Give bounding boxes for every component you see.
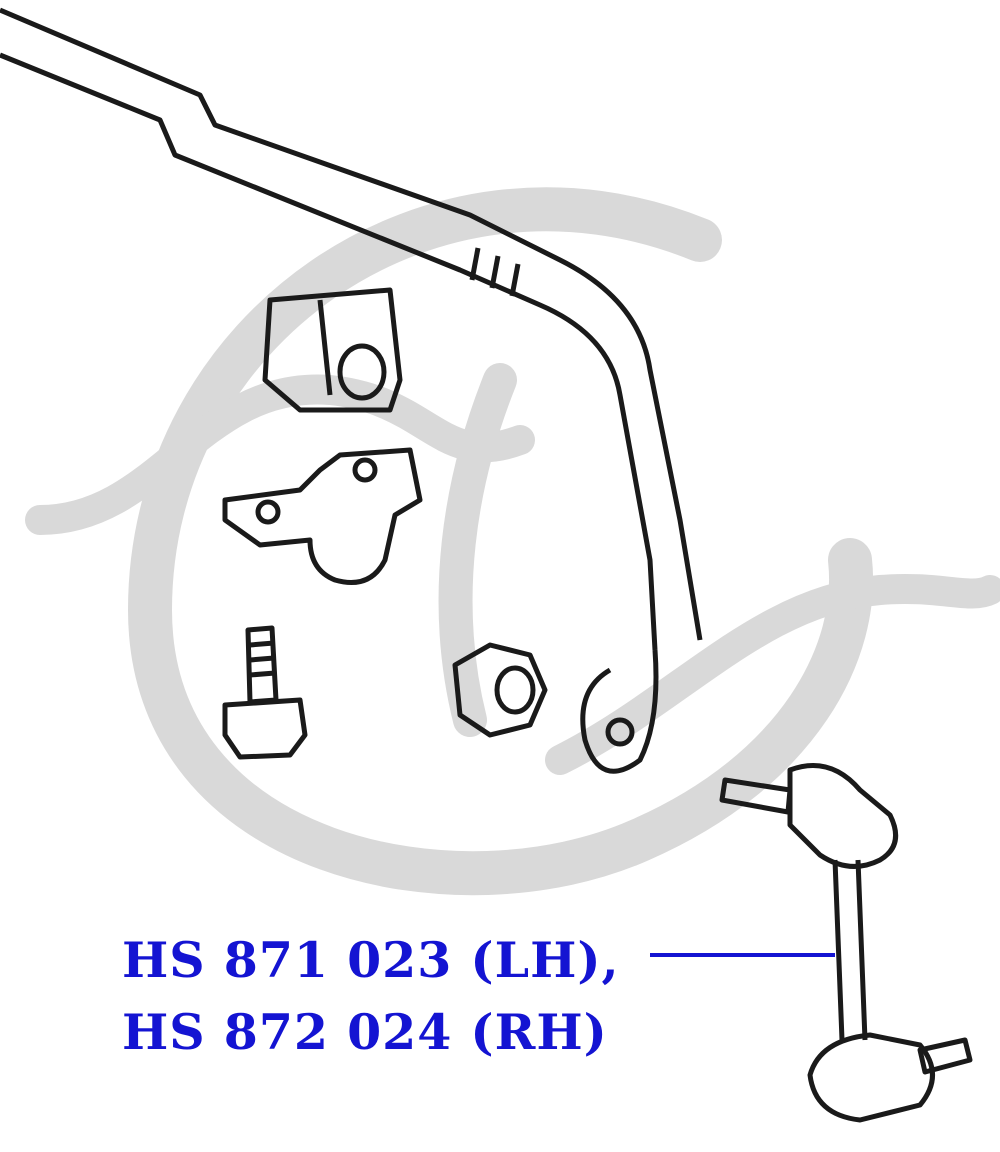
watermark-swash-bottom (545, 573, 1000, 775)
stabilizer-bar (0, 7, 703, 774)
bolt-head (222, 697, 308, 760)
watermark-logo (25, 187, 1000, 896)
bracket-bolt-hole-left (255, 499, 281, 525)
stabilizer-link (719, 763, 973, 1123)
link-lower-stud (917, 1037, 973, 1075)
stabilizer-bar-marking-3 (509, 263, 521, 297)
bracket-bolt-hole-right (352, 457, 378, 483)
stabilizer-bushing (262, 287, 403, 413)
link-lower-ball-joint (807, 1032, 935, 1123)
nut-bore (494, 665, 536, 715)
stabilizer-bar-end-eye (580, 649, 659, 774)
bolt-thread-2 (249, 655, 275, 663)
stabilizer-bar-marking-2 (489, 255, 501, 289)
stabilizer-bar-lower-edge (0, 52, 658, 651)
stabilizer-bar-marking-1 (469, 247, 481, 281)
watermark-swash-top (25, 374, 535, 535)
bushing-bore (337, 343, 387, 401)
part-number-lh: HS 871 023 (LH), (122, 931, 620, 989)
stabilizer-bar-end-hole (605, 717, 635, 747)
bolt-thread-1 (249, 640, 275, 648)
bracket-outline (222, 447, 423, 585)
bushing-outline (262, 287, 403, 413)
mounting-bolt (222, 625, 308, 760)
watermark-upright (438, 363, 517, 737)
bolt-thread-3 (249, 670, 276, 678)
link-upper-ball-joint (787, 763, 899, 869)
bolt-shank (245, 625, 279, 705)
watermark-ring (127, 187, 873, 896)
bushing-front-face (317, 299, 333, 396)
part-number-rh: HS 872 024 (RH) (122, 1003, 608, 1061)
bushing-bracket (222, 447, 423, 585)
link-rod (832, 859, 868, 1041)
nut-hex-outline (452, 642, 548, 738)
stabilizer-bar-upper-edge (0, 7, 703, 641)
nut (452, 642, 548, 738)
